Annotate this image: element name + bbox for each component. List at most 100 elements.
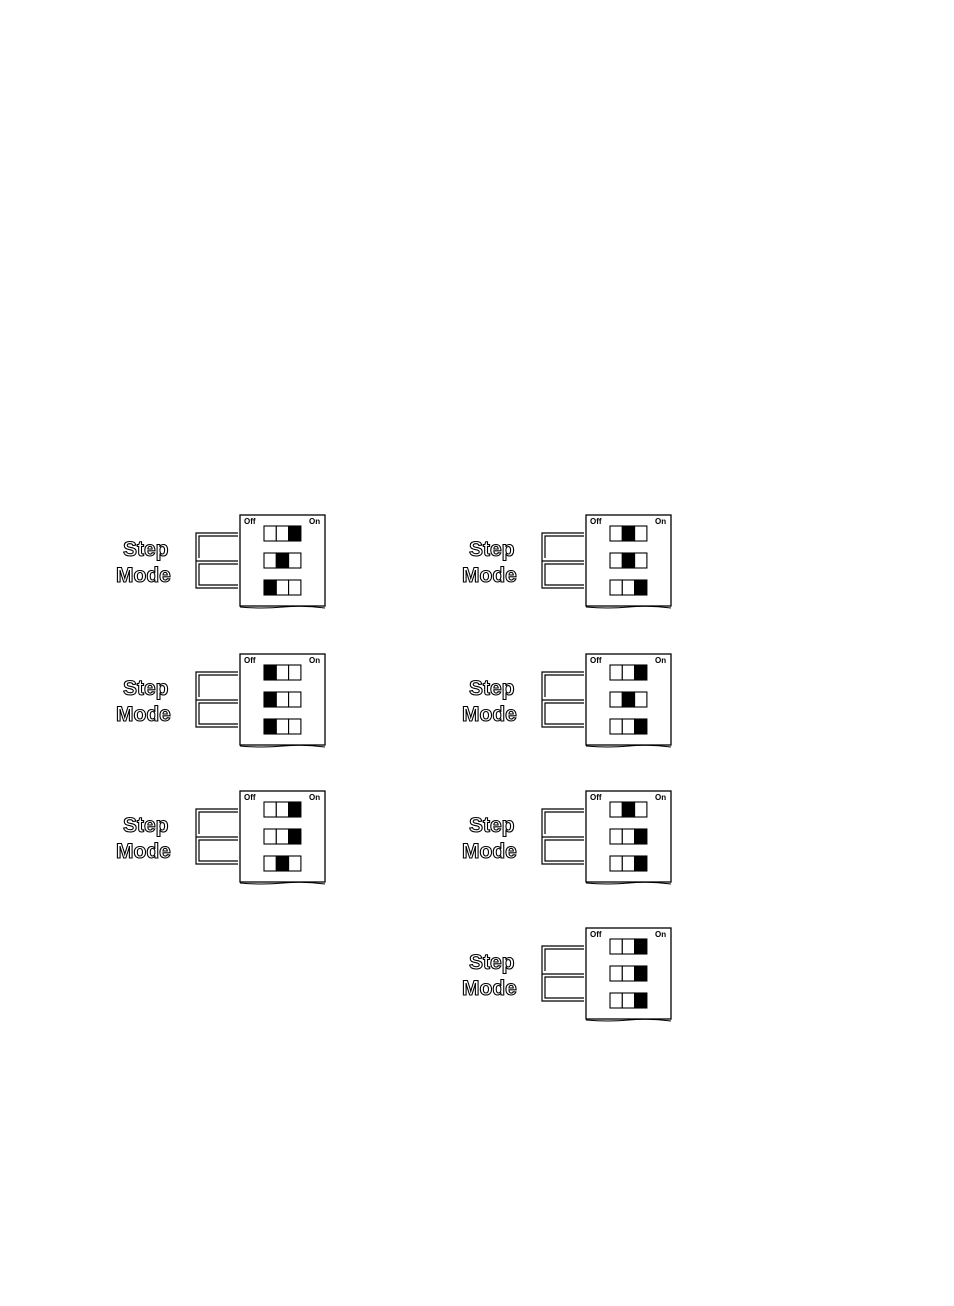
dip-switch[interactable] [610,993,647,1008]
dip-switch[interactable] [610,553,647,568]
switch-slot [610,526,622,541]
dip-switch[interactable] [264,665,301,680]
switch-knob [264,692,276,707]
off-label: Off [590,793,602,802]
dip-switch-panel: StepMode Off On [462,928,671,1021]
off-label: Off [244,517,256,526]
mode-label: Mode [116,840,171,863]
off-label: Off [590,656,602,665]
step-label: Step [123,677,169,700]
switch-slot [610,993,622,1008]
switch-slot [622,939,634,954]
on-label: On [655,793,666,802]
off-label: Off [244,656,256,665]
mode-label: Mode [462,840,517,863]
switch-slot [289,692,301,707]
switch-knob [622,553,634,568]
dip-switch[interactable] [264,580,301,595]
dip-switch-panel: StepMode Off On [462,791,671,884]
step-label: Step [469,677,515,700]
dip-switch[interactable] [610,719,647,734]
step-label: Step [469,814,515,837]
switch-slot [289,719,301,734]
on-label: On [655,930,666,939]
switch-knob [622,802,634,817]
switch-slot [610,665,622,680]
step-mode-bracket [542,809,584,864]
switch-slot [622,580,634,595]
dip-switch[interactable] [264,829,301,844]
switch-slot [276,580,288,595]
switch-slot [610,692,622,707]
step-label: Step [469,538,515,561]
switch-slot [635,692,647,707]
switch-knob [622,526,634,541]
switch-slot [289,580,301,595]
step-mode-bracket [542,533,584,588]
switch-knob [635,580,647,595]
switch-slot [610,856,622,871]
dip-switch[interactable] [264,692,301,707]
dip-switch[interactable] [610,856,647,871]
dip-switch[interactable] [610,526,647,541]
on-label: On [655,656,666,665]
dip-switch-panel: StepMode Off On [462,654,671,747]
switch-slot [276,665,288,680]
mode-label: Mode [462,703,517,726]
off-label: Off [244,793,256,802]
switch-knob [635,993,647,1008]
switch-knob [276,553,288,568]
off-label: Off [590,930,602,939]
switch-slot [610,802,622,817]
mode-label: Mode [462,977,517,1000]
dip-switch[interactable] [610,966,647,981]
dip-switch[interactable] [264,856,301,871]
switch-slot [276,802,288,817]
dip-switch[interactable] [610,580,647,595]
dip-switch[interactable] [610,692,647,707]
dip-switch[interactable] [610,665,647,680]
switch-slot [264,856,276,871]
switch-slot [276,526,288,541]
switch-slot [264,553,276,568]
dip-switch[interactable] [610,939,647,954]
switch-slot [264,802,276,817]
switch-slot [610,966,622,981]
switch-slot [622,966,634,981]
on-label: On [655,517,666,526]
switch-slot [622,993,634,1008]
switch-slot [289,665,301,680]
step-mode-bracket [196,672,238,727]
dip-switch[interactable] [610,829,647,844]
switch-knob [289,802,301,817]
switch-slot [276,719,288,734]
switch-knob [635,966,647,981]
on-label: On [309,517,320,526]
mode-label: Mode [462,564,517,587]
switch-slot [289,856,301,871]
switch-slot [610,829,622,844]
off-label: Off [590,517,602,526]
on-label: On [309,793,320,802]
switch-slot [610,939,622,954]
dip-switch[interactable] [264,802,301,817]
dip-switch[interactable] [610,802,647,817]
dip-switch[interactable] [264,553,301,568]
switch-slot [622,719,634,734]
step-mode-bracket [196,809,238,864]
switch-knob [622,692,634,707]
switch-slot [610,553,622,568]
switch-slot [264,526,276,541]
step-label: Step [469,951,515,974]
switch-slot [635,526,647,541]
dip-switch[interactable] [264,719,301,734]
switch-knob [264,665,276,680]
switch-knob [635,719,647,734]
dip-switch[interactable] [264,526,301,541]
mode-label: Mode [116,703,171,726]
